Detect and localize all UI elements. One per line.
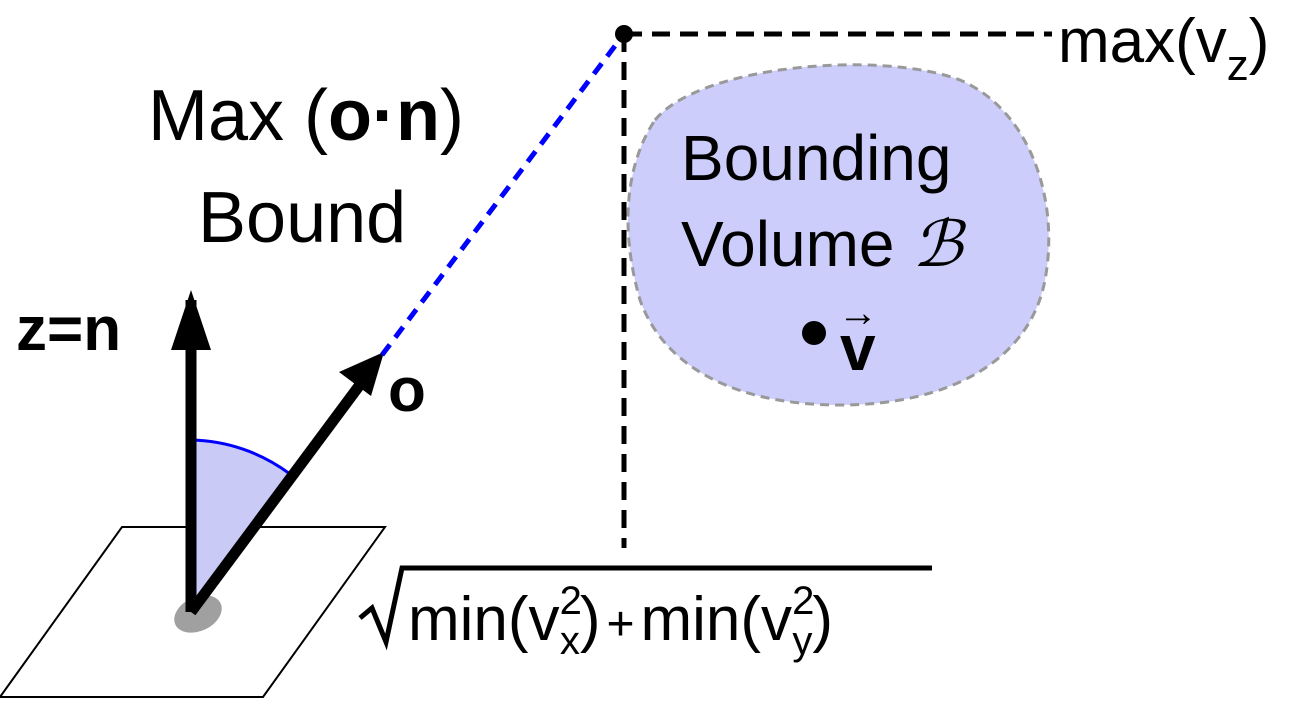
o-vector-arrow — [186, 378, 367, 616]
angle-arc — [190, 438, 291, 476]
o-vector-label: o — [388, 356, 426, 425]
angle-wedge — [191, 440, 290, 610]
max-vz-label: max(vz) — [1058, 7, 1269, 90]
v-vector-label: v — [840, 312, 876, 384]
max-bound-label-line2: Bound — [198, 178, 406, 258]
v-point — [802, 321, 826, 345]
max-bound-dotted-line — [380, 32, 626, 357]
bounding-volume-label-line1: Bounding — [681, 122, 951, 194]
v-vector-arrow: → — [838, 291, 878, 335]
ground-plane — [0, 526, 387, 698]
sqrt-sign — [358, 565, 932, 651]
z-axis-arrowhead — [171, 290, 211, 350]
z-axis-label: z=n — [16, 295, 121, 364]
bounding-volume-label-line2: Volume ℬ — [681, 208, 967, 282]
o-vector-arrowhead — [339, 352, 384, 396]
bounding-volume-blob — [626, 63, 1051, 407]
corner-point — [615, 25, 633, 43]
max-bound-label-line1: Max (o·n) — [148, 76, 464, 156]
